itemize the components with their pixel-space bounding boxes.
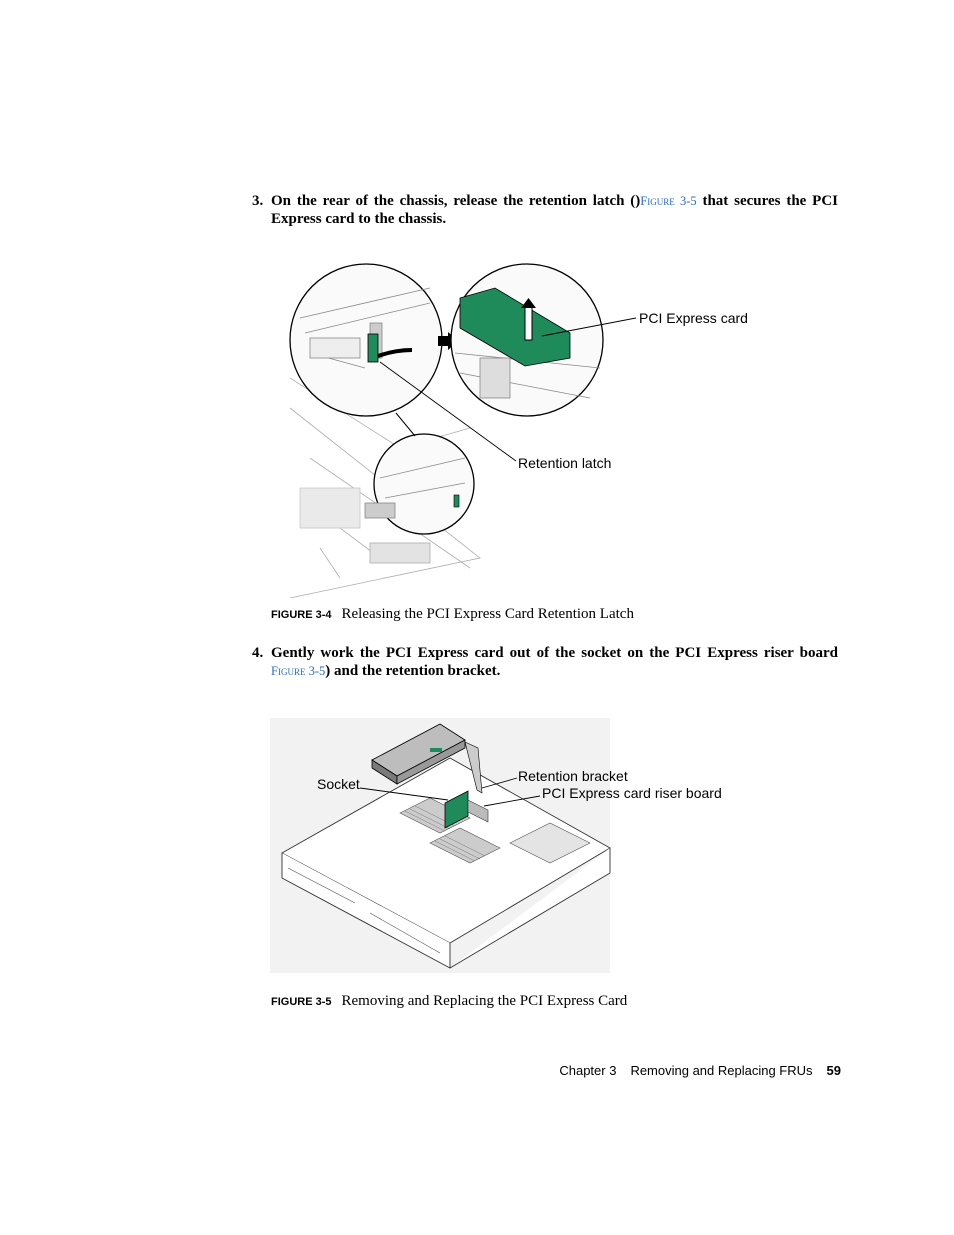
footer-title: Removing and Replacing FRUs xyxy=(630,1063,813,1078)
figure-caption-text: Removing and Replacing the PCI Express C… xyxy=(341,993,628,1009)
callout-retention-latch: Retention latch xyxy=(518,455,611,471)
callout-riser-board: PCI Express card riser board xyxy=(542,785,722,801)
riser-board-icon xyxy=(444,790,469,829)
step-text-cont: ) and the retention bracket. xyxy=(325,663,501,679)
latch-detail-circle xyxy=(289,263,443,417)
figure-caption-text: Releasing the PCI Express Card Retention… xyxy=(341,606,634,622)
callout-retention-bracket: Retention bracket xyxy=(518,768,628,784)
page-number: 59 xyxy=(826,1063,841,1078)
step-text: On the rear of the chassis, release the … xyxy=(271,193,636,209)
page-footer: Chapter 3 Removing and Replacing FRUs 59 xyxy=(559,1063,841,1078)
figure-link[interactable]: Figure 3-5 xyxy=(640,194,697,208)
step-text: Gently work the PCI Express card out of … xyxy=(271,645,838,661)
figure-3-4-illustration: PCI Express card Retention latch xyxy=(289,263,748,598)
card-detail-circle xyxy=(450,263,604,417)
callout-socket: Socket xyxy=(317,776,360,792)
figure-link[interactable]: Figure 3-5 xyxy=(271,664,326,678)
figure-label: FIGURE 3-4 xyxy=(271,609,332,621)
figure-3-5-caption: FIGURE 3-5 Removing and Replacing the PCI… xyxy=(271,993,627,1010)
figure-label: FIGURE 3-5 xyxy=(271,996,332,1008)
pci-card-icon xyxy=(459,287,571,367)
retention-latch-icon xyxy=(367,333,379,363)
pci-card-removed xyxy=(371,723,483,794)
chassis-detail-circle xyxy=(364,433,475,535)
figure-3-4-caption: FIGURE 3-4 Releasing the PCI Express Card… xyxy=(271,606,634,623)
step-number: 4. xyxy=(252,645,264,661)
footer-chapter: Chapter 3 xyxy=(559,1063,617,1078)
callout-pci-card: PCI Express card xyxy=(639,310,748,326)
step-text-cont: that secures the PCI Express card to the… xyxy=(271,193,838,227)
figure-3-5-illustration: Socket Retention bracket PCI Express car… xyxy=(270,718,722,973)
step-3: 3. On the rear of the chassis, release t… xyxy=(252,193,838,227)
step-4: 4. Gently work the PCI Express card out … xyxy=(252,644,838,680)
step-number: 3. xyxy=(252,193,264,209)
